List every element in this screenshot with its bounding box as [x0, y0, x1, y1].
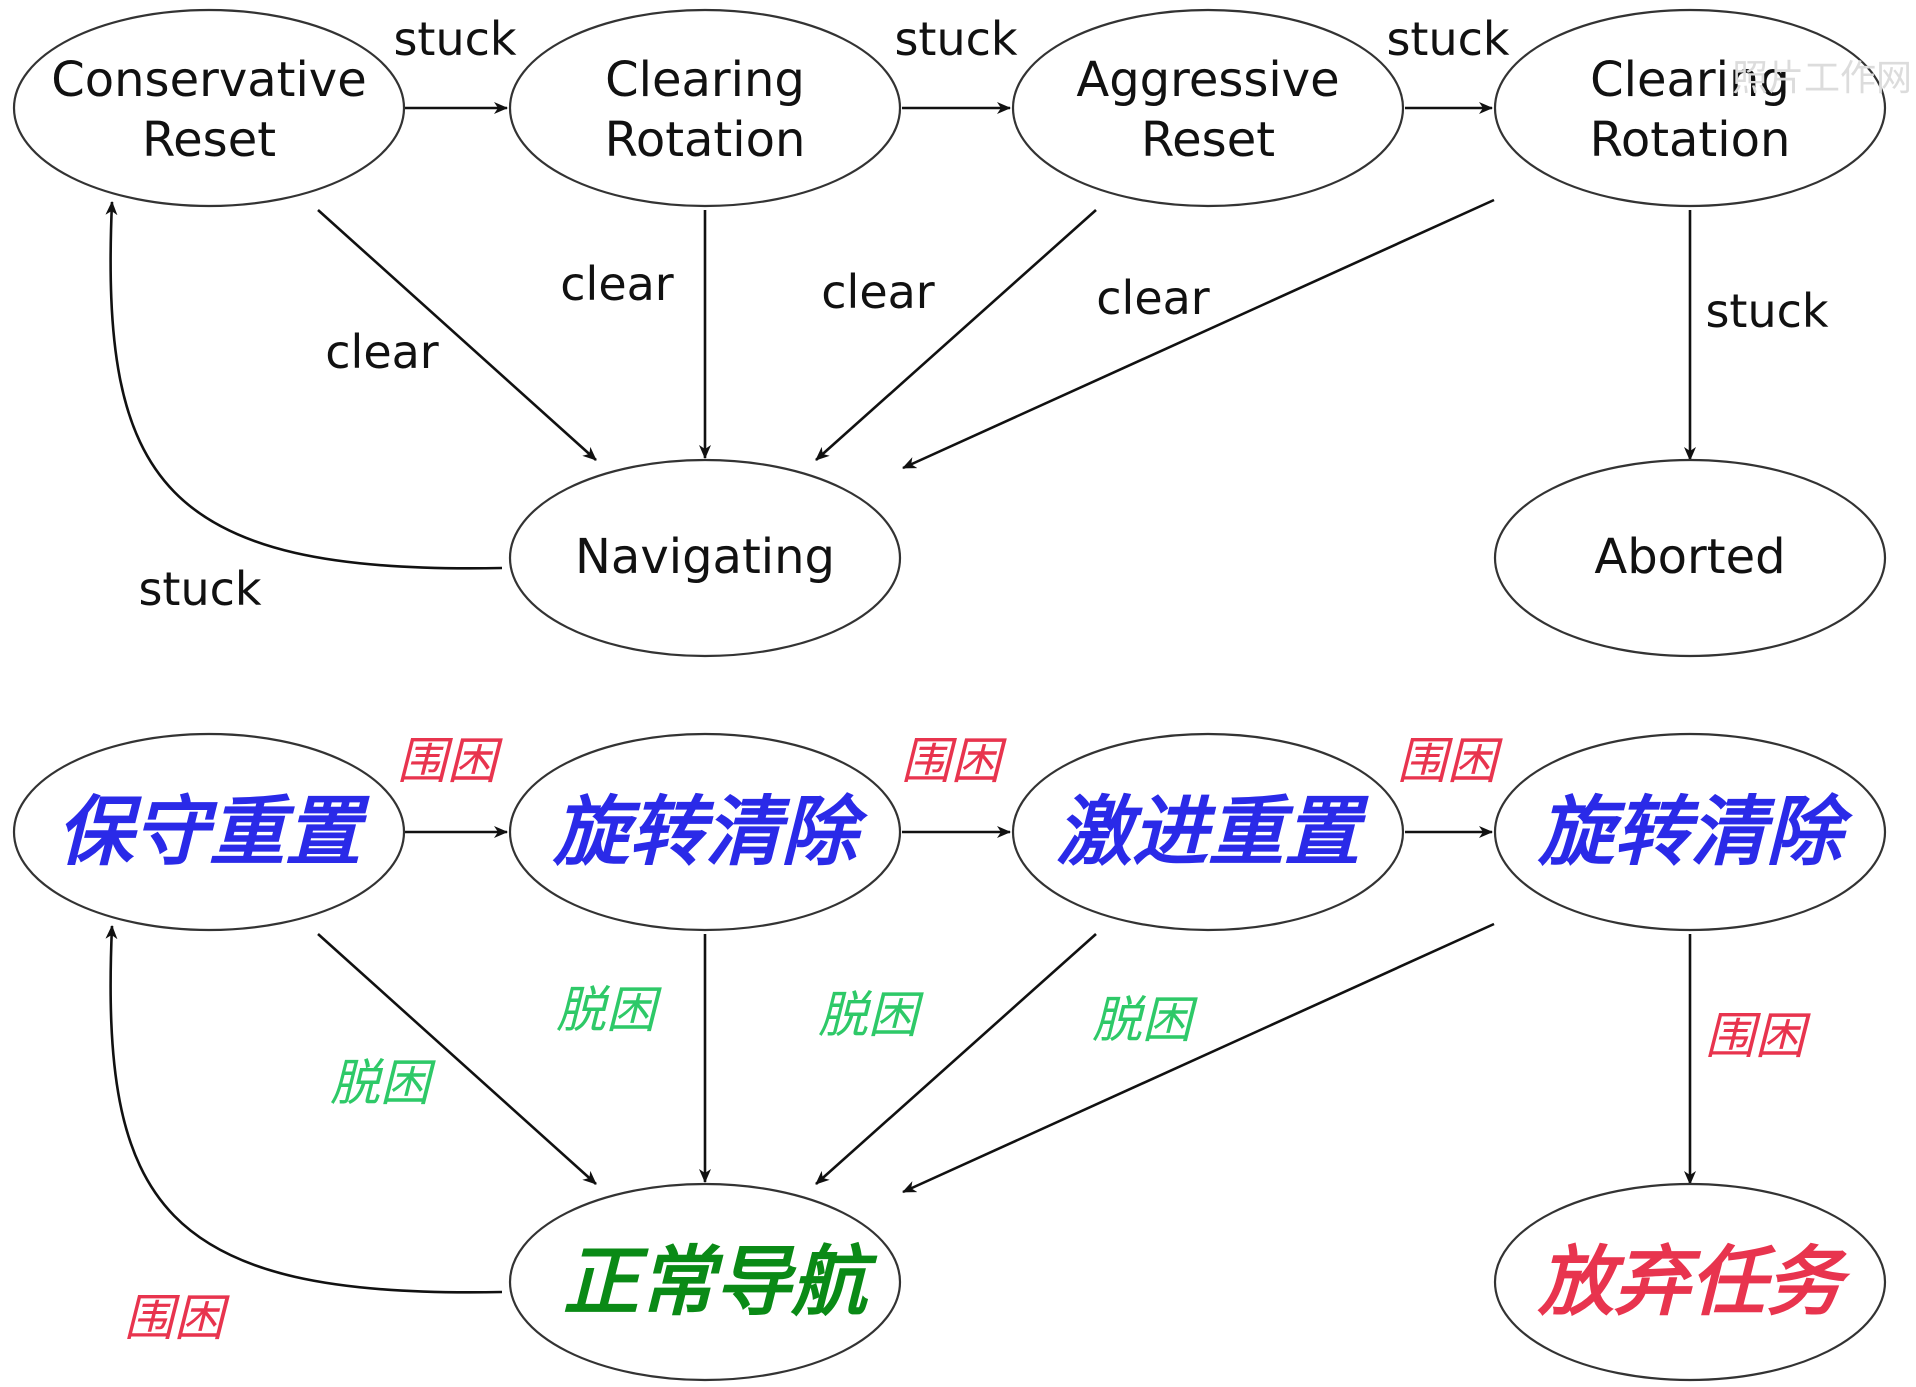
edge-nav-to-cons [105, 201, 503, 570]
edge-label-stuck: 围困 [1705, 1007, 1811, 1065]
node-navigating: Navigating [508, 458, 902, 658]
edge-cons-to-nav [317, 933, 597, 1185]
node-aggressive-reset: 激进重置 [1011, 732, 1405, 932]
edge-label-clear: 脱困 [556, 981, 662, 1039]
node-clearing-rotation-1: Clearing Rotation [508, 8, 902, 208]
edge-label-clear: 脱困 [330, 1054, 436, 1112]
watermark: 照片工作网 [1732, 58, 1912, 99]
node-label-line2: Rotation [605, 112, 806, 168]
edge-aggr-to-nav [815, 209, 1097, 461]
node-conservative-reset: 保守重置 [12, 732, 406, 932]
edge-label-clear: 脱困 [1092, 991, 1198, 1049]
node-aggressive-reset: Aggressive Reset [1011, 8, 1405, 208]
node-label: 保守重置 [57, 787, 370, 876]
node-clearing-rotation-2: 旋转清除 [1493, 732, 1887, 932]
node-clearing-rotation-1: 旋转清除 [508, 732, 902, 932]
edge-rot2-to-nav [902, 198, 1495, 470]
chinese-diagram: 保守重置 旋转清除 激进重置 旋转清除 正常导航 放弃任务 围困 围困 围困 围… [12, 732, 1887, 1382]
node-label-line2: Rotation [1590, 112, 1791, 168]
node-aborted: Aborted [1493, 458, 1887, 658]
node-label: 激进重置 [1056, 787, 1369, 876]
node-conservative-reset: Conservative Reset [12, 8, 406, 208]
node-label: 旋转清除 [552, 787, 868, 876]
edge-label-clear: clear [325, 325, 439, 379]
node-aborted: 放弃任务 [1493, 1182, 1887, 1382]
node-label-line2: Reset [142, 112, 276, 168]
node-label: 正常导航 [563, 1237, 878, 1326]
edge-label-stuck: stuck [393, 12, 516, 66]
edge-label-stuck: stuck [1386, 12, 1509, 66]
node-label-line1: Aggressive [1076, 52, 1339, 108]
node-label: Navigating [575, 529, 835, 585]
edge-label-stuck: 围困 [124, 1289, 230, 1347]
edge-label-stuck: 围困 [397, 732, 503, 790]
node-label-line1: Clearing [1590, 52, 1790, 108]
node-label-line2: Reset [1141, 112, 1275, 168]
node-clearing-rotation-2: Clearing Rotation [1493, 8, 1887, 208]
node-label-line1: Conservative [51, 52, 367, 108]
english-diagram: Conservative Reset Clearing Rotation Agg… [12, 8, 1887, 658]
node-label: Aborted [1594, 529, 1785, 585]
edge-aggr-to-nav [815, 933, 1097, 1185]
edge-label-clear: clear [821, 265, 935, 319]
edge-label-clear: 脱困 [818, 986, 924, 1044]
edge-label-clear: clear [560, 257, 674, 311]
edge-nav-to-cons [105, 925, 503, 1294]
node-label-line1: Clearing [605, 52, 805, 108]
node-label: 旋转清除 [1537, 787, 1853, 876]
edge-label-stuck: stuck [1705, 284, 1828, 338]
edge-label-stuck: stuck [138, 562, 261, 616]
edge-label-stuck: stuck [894, 12, 1017, 66]
edge-rot2-to-nav [902, 922, 1495, 1194]
edge-cons-to-nav [317, 209, 597, 461]
edge-label-clear: clear [1096, 271, 1210, 325]
edge-label-stuck: 围困 [901, 732, 1007, 790]
edge-label-stuck: 围困 [1397, 732, 1503, 790]
node-navigating: 正常导航 [508, 1182, 902, 1382]
node-label: 放弃任务 [1537, 1237, 1851, 1326]
